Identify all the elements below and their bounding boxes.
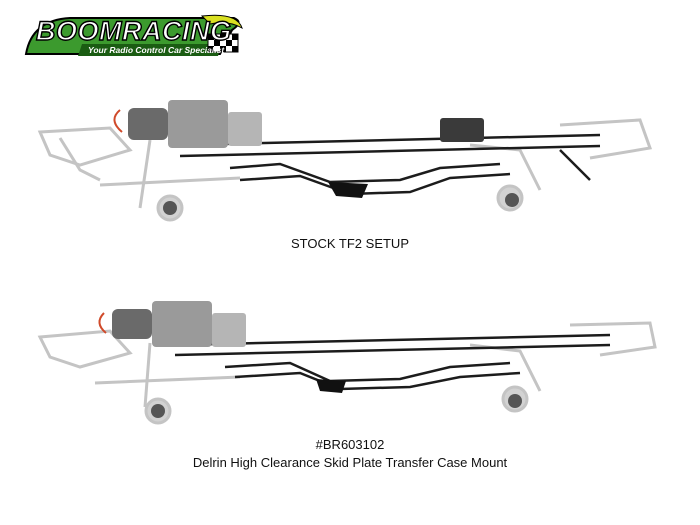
logo-swoosh-graphic [24, 14, 243, 56]
brand-logo: BOOMRACING Your Radio Control Car Specia… [22, 14, 247, 60]
logo-brand-name: BOOMRACING [35, 15, 232, 46]
stock-skid-plate [328, 182, 368, 198]
motor-gearbox [113, 100, 262, 148]
caption-part-number: #BR603102 [315, 437, 385, 452]
faded-front-suspension [37, 118, 653, 222]
logo-tagline: Your Radio Control Car Specialist [88, 45, 225, 55]
caption-product-name: Delrin High Clearance Skid Plate Transfe… [192, 455, 508, 470]
caption-stock-setup: STOCK TF2 SETUP [291, 236, 409, 251]
upgraded-chassis-photo [37, 301, 657, 425]
delrin-skid-plate [316, 379, 346, 393]
battery-tray [440, 118, 484, 142]
faded-suspension [37, 321, 657, 425]
stock-chassis-photo [37, 100, 653, 222]
frame-rails-lowered [174, 333, 611, 391]
checkered-flag-icon [207, 33, 239, 53]
motor-gearbox-lower [98, 301, 246, 347]
